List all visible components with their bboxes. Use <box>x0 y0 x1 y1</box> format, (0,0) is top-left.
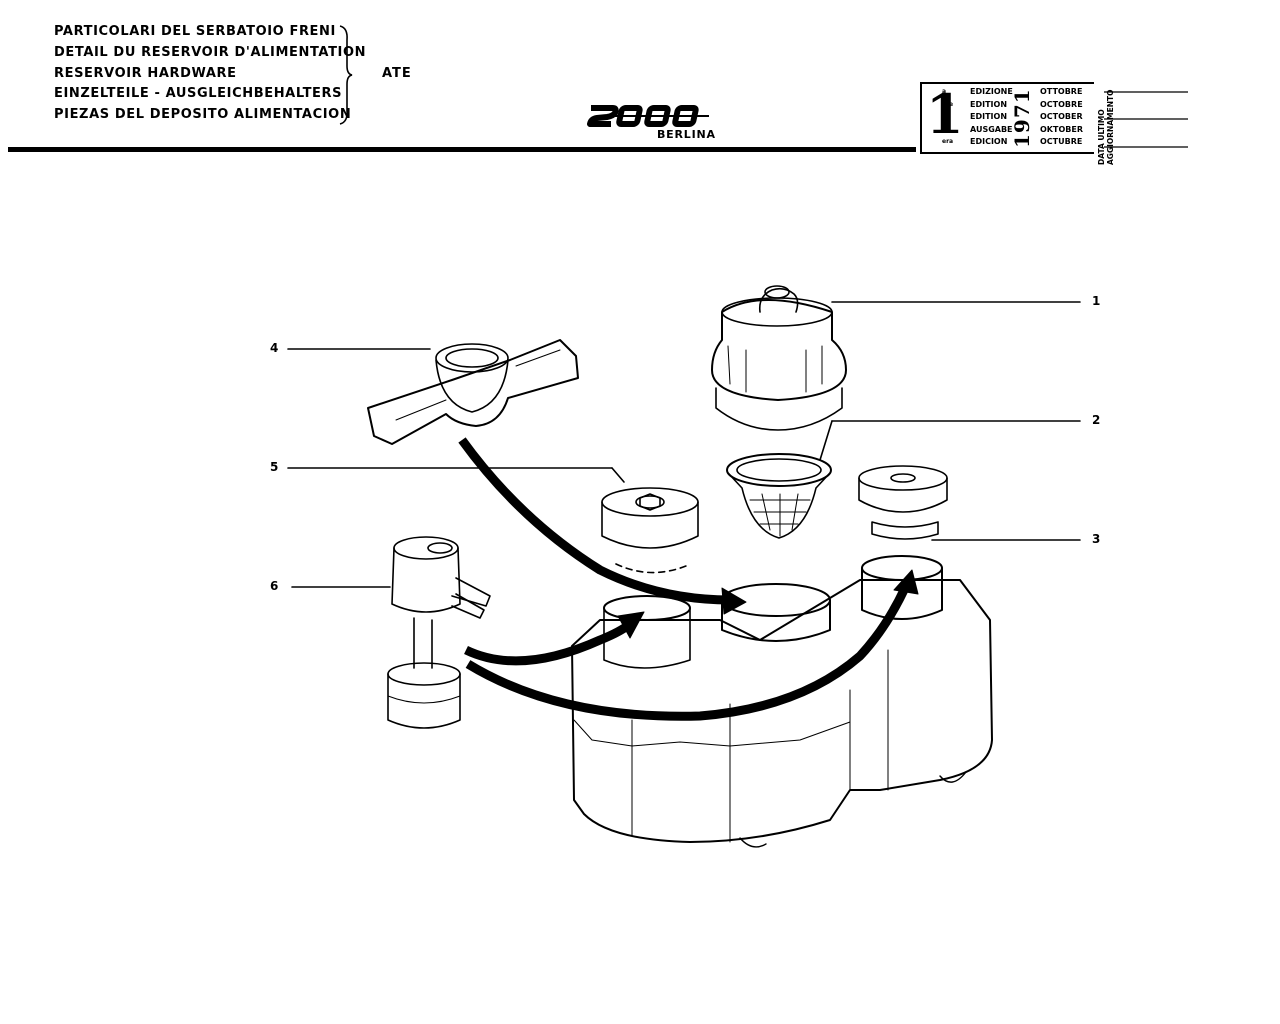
edition-label: EDITION <box>970 112 1008 121</box>
part-5-nut <box>601 487 699 574</box>
title-brace <box>339 25 353 125</box>
ordinal: ère <box>942 100 954 108</box>
arrow-part-4 <box>458 437 731 605</box>
arrow-part-6 <box>464 620 633 666</box>
update-lines <box>1104 91 1188 148</box>
callout-5: 5 <box>270 460 279 474</box>
reservoir-body <box>571 555 993 848</box>
title-italian: PARTICOLARI DEL SERBATOIO FRENI <box>54 24 336 39</box>
callout-3: 3 <box>1092 532 1101 546</box>
edition-label: EDIZIONE <box>970 87 1013 96</box>
callout-2: 2 <box>1092 413 1101 427</box>
arrow-heads <box>617 569 919 639</box>
ordinal: era <box>942 138 954 145</box>
title-french: DETAIL DU RESERVOIR D'ALIMENTATION <box>54 44 367 60</box>
edition-label: EDICION <box>970 137 1008 146</box>
assembly-arrows <box>458 437 909 721</box>
leader-line-5-bend <box>611 467 625 483</box>
edition-month: OCTOBRE <box>1040 99 1083 109</box>
callout-6: 6 <box>270 579 279 593</box>
title-block: PARTICOLARI DEL SERBATOIO FRENI DETAIL D… <box>54 22 366 126</box>
ordinal: · <box>942 125 945 133</box>
part-4-bracket <box>367 339 579 445</box>
edition-months: OTTOBRE OCTOBRE OCTOBER OKTOBER OCTUBRE <box>1040 86 1083 149</box>
edition-box: 1 a ère st · era EDIZIONE EDITION EDITIO… <box>920 82 1100 154</box>
callout-1: 1 <box>1092 294 1101 308</box>
edition-month: OTTOBRE <box>1040 87 1083 96</box>
part-6-connector <box>387 536 491 729</box>
ordinal: st <box>942 113 949 120</box>
edition-month: OCTOBER <box>1040 112 1083 121</box>
brand-label: ATE <box>382 66 412 81</box>
edition-label: EDITION <box>970 99 1008 109</box>
edition-month: OKTOBER <box>1040 124 1083 134</box>
title-german: EINZELTEILE - AUSGLEICHBEHALTERS <box>54 86 343 102</box>
part-1-cap <box>711 285 847 431</box>
edition-frame <box>920 82 1094 154</box>
part-2-strainer <box>726 453 832 539</box>
edition-ordinals: a ère st · era <box>942 86 953 149</box>
edition-month: OCTUBRE <box>1040 137 1083 146</box>
model-subtitle: BERLINA <box>657 128 716 141</box>
part-3-plug <box>858 465 948 540</box>
leader-line-2-bend <box>819 420 833 461</box>
header-rule <box>8 147 916 152</box>
edition-label: AUSGABE <box>970 124 1013 134</box>
edition-labels: EDIZIONE EDITION EDITION AUSGABE EDICION <box>970 86 1013 149</box>
ordinal: a <box>942 88 947 95</box>
model-logo <box>587 105 709 127</box>
title-english: RESERVOIR HARDWARE <box>54 65 237 81</box>
edition-number: 1 <box>926 82 964 146</box>
callout-4: 4 <box>270 341 279 355</box>
arrow-part-3 <box>465 588 909 721</box>
title-spanish: PIEZAS DEL DEPOSITO ALIMENTACION <box>54 107 352 123</box>
